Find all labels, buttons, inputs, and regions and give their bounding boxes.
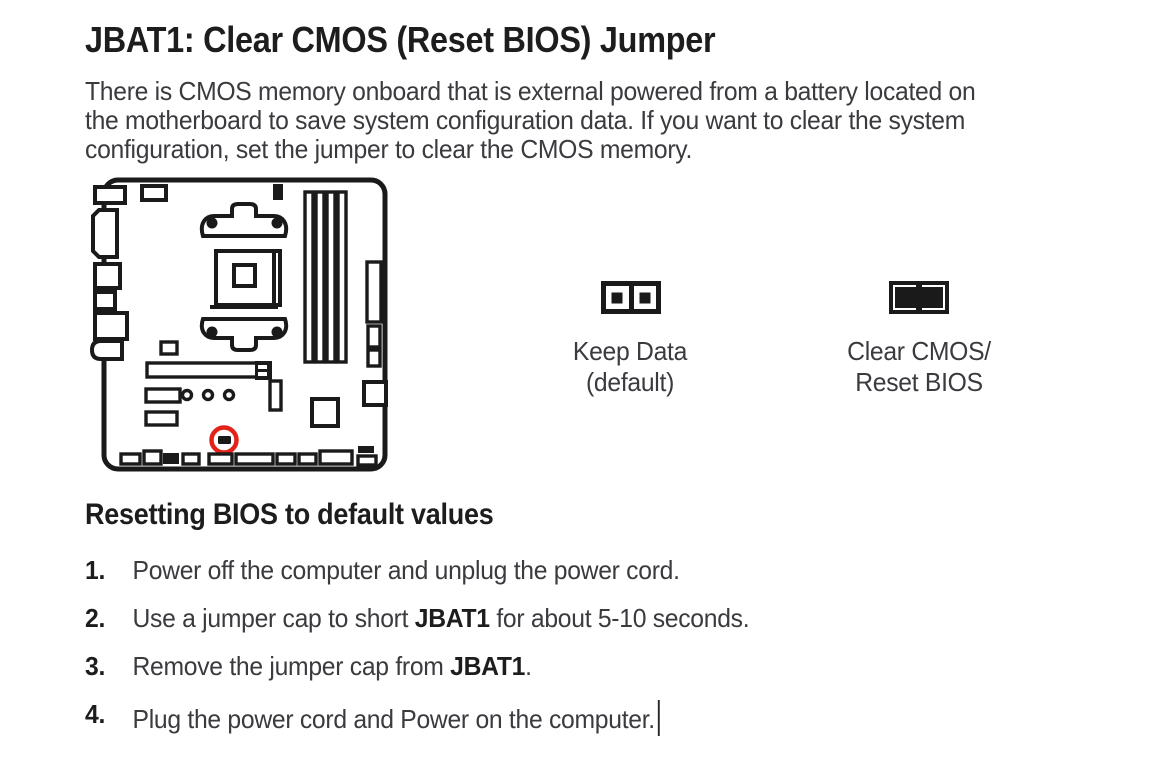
header-small: [159, 340, 179, 356]
cooler-bracket-top: [199, 202, 289, 238]
intro-paragraph: There is CMOS memory onboard that is ext…: [85, 76, 976, 164]
keep-data-line2: (default): [585, 367, 675, 397]
jumper-pin-cell: [634, 286, 657, 309]
step-text-bold: JBAT1: [414, 603, 490, 633]
step-item-1: 1. Power off the computer and unplug the…: [85, 556, 749, 604]
clear-cmos-label: Clear CMOS/ Reset BIOS: [834, 336, 1005, 398]
step-item-2: 2. Use a jumper cap to short JBAT1 for a…: [85, 603, 750, 652]
dimm-slots: [303, 190, 348, 364]
step-text-pre: Remove the jumper cap from: [132, 651, 451, 681]
keep-data-label: Keep Data (default): [545, 336, 716, 398]
step-text-bold: JBAT1: [450, 651, 526, 681]
step-item-3: 3. Remove the jumper cap from JBAT1.: [85, 652, 749, 700]
jumper-pin-cell: [606, 286, 634, 309]
keep-data-line1: Keep Data: [572, 336, 688, 366]
jbat1-jumper: [218, 436, 231, 444]
jumper-capped-icon: [889, 281, 949, 314]
rear-io-ports: [89, 185, 129, 361]
cpu-socket: [210, 249, 282, 309]
chipset: [310, 397, 340, 428]
fan-header: [140, 184, 168, 202]
divider-tick: [916, 281, 922, 288]
step-text-post: for about 5-10 seconds.: [489, 603, 750, 633]
pin-icon: [611, 292, 623, 303]
text-cursor: [657, 700, 660, 736]
sata-block: [362, 380, 388, 407]
pin-icon: [639, 292, 651, 303]
section-heading: Resetting BIOS to default values: [85, 498, 494, 531]
divider-tick: [916, 307, 922, 314]
clear-cmos-line2: Reset BIOS: [855, 367, 983, 397]
intro-line: There is CMOS memory onboard that is ext…: [85, 76, 976, 106]
bottom-edge-headers: [119, 446, 378, 467]
step-text-pre: Power off the computer and unplug the po…: [132, 555, 680, 585]
step-text: Remove the jumper cap from JBAT1.: [132, 651, 533, 681]
step-text-post: .: [525, 651, 532, 681]
step-text: Plug the power cord and Power on the com…: [133, 700, 660, 736]
step-text: Use a jumper cap to short JBAT1 for abou…: [133, 604, 750, 633]
motherboard-diagram: [89, 177, 388, 472]
step-number: 2.: [85, 603, 106, 633]
step-item-4: 4. Plug the power cord and Power on the …: [85, 700, 749, 748]
step-text-pre: Plug the power cord and Power on the com…: [132, 704, 656, 734]
header-small: [144, 410, 179, 427]
intro-line: configuration, set the jumper to clear t…: [85, 134, 693, 164]
jumper-open-icon: [601, 281, 661, 314]
clear-cmos-line1: Clear CMOS/: [847, 336, 991, 366]
intro-line: the motherboard to save system configura…: [85, 105, 966, 135]
top-header: [273, 184, 283, 200]
m2-standoffs: [144, 387, 236, 404]
steps-list: 1. Power off the computer and unplug the…: [85, 556, 784, 748]
step-number: 3.: [85, 651, 106, 681]
pcie-slot: [145, 361, 283, 412]
step-number: 4.: [85, 699, 106, 729]
step-text: Power off the computer and unplug the po…: [133, 556, 680, 585]
step-number: 1.: [85, 555, 106, 585]
page-title: JBAT1: Clear CMOS (Reset BIOS) Jumper: [85, 19, 716, 60]
cooler-bracket-bottom: [199, 317, 289, 352]
step-text-pre: Use a jumper cap to short: [132, 603, 415, 633]
atx-power-connector: [365, 260, 383, 368]
